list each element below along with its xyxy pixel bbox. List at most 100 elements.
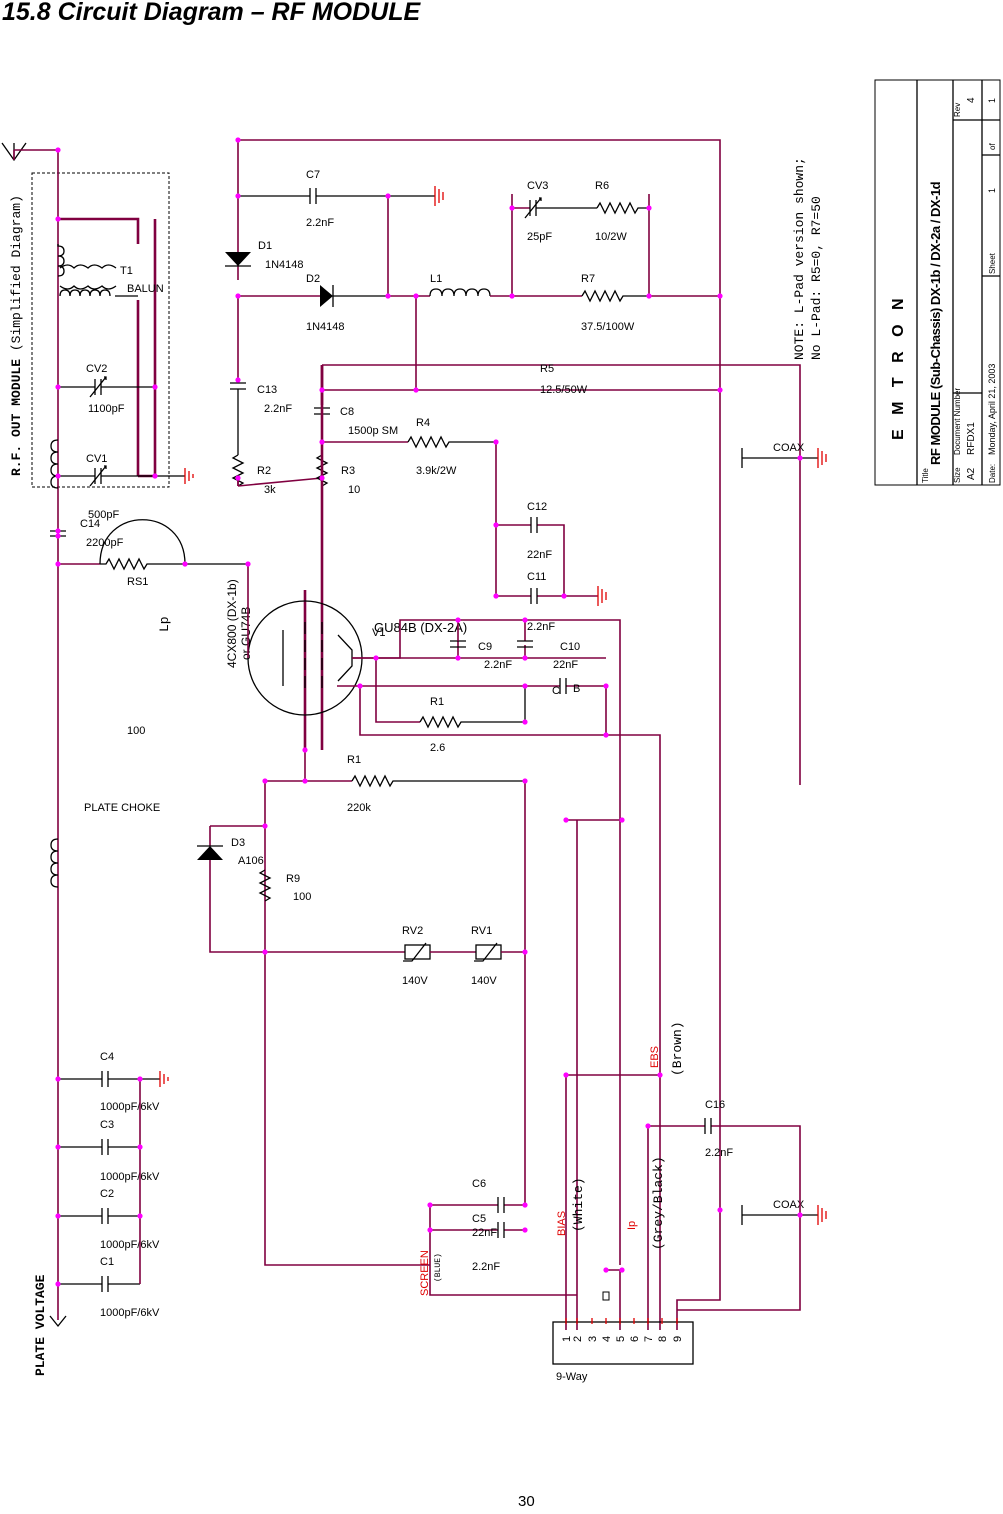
c2-value: 1000pF/6kV (100, 1239, 160, 1251)
c12-value: 22nF (527, 549, 552, 561)
r9-value: 100 (293, 891, 311, 903)
r7-resistor (581, 289, 649, 303)
c3-ref: C3 (100, 1119, 114, 1131)
junction-dot (302, 778, 308, 784)
c9-ref: C9 (478, 641, 492, 653)
connector-pin-2: 2 (572, 1336, 584, 1342)
c16-value: 2.2nF (705, 1147, 733, 1159)
tb-of: 1 (987, 98, 997, 103)
junction-dot (55, 216, 61, 222)
junction-dot (137, 1144, 143, 1150)
junction-dot (413, 387, 419, 393)
tube-or-label: or GU74B (239, 607, 253, 660)
junction-dot (619, 1267, 625, 1273)
r2-value: 3k (264, 484, 276, 496)
c1-capacitor (58, 1276, 140, 1292)
junction-dot (522, 1202, 528, 1208)
c12-ref: C12 (527, 501, 547, 513)
junction-dot (427, 1202, 433, 1208)
cv1-ref: CV1 (86, 453, 107, 465)
c4-ref: C4 (100, 1051, 114, 1063)
page-title: 15.8 Circuit Diagram – RF MODULE (2, 0, 421, 26)
junction-dot (717, 293, 723, 299)
junction-dot (137, 1076, 143, 1082)
junction-dot (522, 949, 528, 955)
d1-diode (225, 252, 251, 267)
c3-capacitor (58, 1139, 140, 1155)
r2-ref: R2 (257, 465, 271, 477)
c13-capacitor (230, 382, 246, 455)
wire-white-label: (White) (571, 1177, 586, 1232)
r3-value: 10 (348, 484, 360, 496)
r1-220k-resistor (351, 774, 525, 788)
c12-capacitor (530, 517, 538, 533)
junction-dot (797, 455, 803, 461)
tb-size: A2 (966, 467, 977, 480)
rv2-varistor (403, 942, 431, 962)
plate-choke (50, 838, 59, 888)
tb-rev-label: Rev (953, 103, 962, 117)
junction-dot (493, 522, 499, 528)
cv3-capacitor (524, 197, 597, 219)
junction-dot (657, 1072, 663, 1078)
tb-of-label: of (988, 143, 997, 150)
tb-sheet-label: Sheet (988, 252, 997, 274)
junction-dot (563, 817, 569, 823)
junction-dot (55, 1076, 61, 1082)
junction-dot (522, 655, 528, 661)
junction-dot (645, 1123, 651, 1129)
connector-pin-1: 1 (561, 1336, 573, 1342)
rf-out-module-box (31, 172, 170, 488)
c16-capacitor (704, 1118, 712, 1134)
junction-dot (55, 1281, 61, 1287)
d2-ref: D2 (306, 273, 320, 285)
junction-dot (55, 561, 61, 567)
cv3-value: 25pF (527, 231, 552, 243)
cv1-capacitor (58, 465, 185, 487)
wire-brown-label: (Brown) (670, 1021, 685, 1076)
junction-dot (235, 137, 241, 143)
r7-value: 37.5/100W (581, 321, 635, 333)
rs1-value: 100 (127, 725, 145, 737)
junction-dot (235, 475, 241, 481)
junction-dot (493, 439, 499, 445)
junction-dot (522, 719, 528, 725)
cv2-ref: CV2 (86, 363, 107, 375)
c-b-ref: C (552, 685, 560, 697)
junction-dot (646, 293, 652, 299)
junction-dots (55, 137, 803, 1287)
junction-dot (797, 1212, 803, 1218)
r1b-ref: R1 (347, 754, 361, 766)
page-number: 30 (518, 1493, 535, 1510)
connector-pin-4: 4 (601, 1336, 613, 1342)
junction-dot (522, 1227, 528, 1233)
junction-dot (385, 293, 391, 299)
junction-dot (55, 533, 61, 539)
junction-dot (522, 683, 528, 689)
c5-value: 22nF (472, 1227, 497, 1239)
tb-rev: 4 (966, 97, 977, 103)
l1-ref: L1 (430, 273, 442, 285)
c-b-value: B (573, 683, 580, 695)
d1-value: 1N4148 (265, 259, 304, 271)
note-line1: NOTE: L-Pad version shown; (792, 157, 807, 360)
junction-dot (619, 817, 625, 823)
rs1-resistor (100, 557, 248, 571)
c-b-capacitor (559, 678, 567, 694)
coax-top-connector (741, 448, 827, 468)
junction-dot (561, 593, 567, 599)
c7-value: 2.2nF (306, 217, 334, 229)
d3-value: A106 (238, 855, 264, 867)
c6-ref: C6 (472, 1178, 486, 1190)
t1-value: BALUN (127, 283, 164, 295)
c6-capacitor (497, 1197, 505, 1213)
junction-dot (522, 617, 528, 623)
connector-pin-5: 5 (615, 1336, 627, 1342)
junction-dot (262, 823, 268, 829)
c16-ref: C16 (705, 1099, 725, 1111)
rv2-value: 140V (402, 975, 428, 987)
r6-ref: R6 (595, 180, 609, 192)
junction-dot (55, 384, 61, 390)
junction-dot (319, 439, 325, 445)
junction-dot (182, 561, 188, 567)
